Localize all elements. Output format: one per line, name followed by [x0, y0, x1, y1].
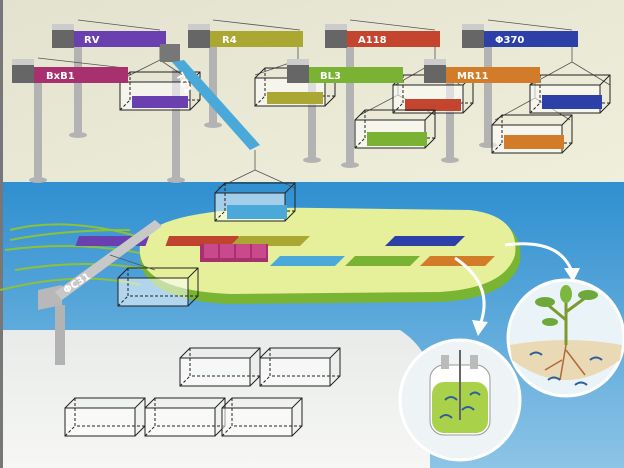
island: [75, 207, 521, 304]
crane-bl3: BL3: [287, 59, 403, 83]
arrow-to-plant: [504, 242, 580, 282]
crane-label-mr11: MR11: [457, 71, 489, 82]
crane-a118: A118: [325, 24, 440, 48]
bxb1-cargo-cubes: [200, 244, 268, 262]
crate-mr11: [491, 114, 573, 154]
crate-r4: [254, 67, 336, 107]
crate-rv: [119, 71, 201, 111]
bioreactor-icon: [398, 338, 522, 462]
crane-mr11: MR11: [424, 59, 540, 83]
crane-label-r4: R4: [222, 35, 237, 46]
crate-phi370: [529, 74, 611, 114]
crate-tg1: [214, 182, 296, 222]
crate-bl3: [354, 109, 436, 149]
crane-label-a118: A118: [358, 35, 387, 46]
plant-icon: [506, 278, 624, 398]
crane-label-phi370: Φ370: [495, 35, 524, 46]
crane-label-bxb1: BxB1: [46, 71, 75, 82]
crate-a118: [392, 74, 474, 114]
crane-label-rv: RV: [84, 35, 100, 46]
arrow-to-bioreactor: [454, 256, 488, 336]
crane-poles: [29, 35, 497, 183]
crane-tg1: TG1: [160, 44, 260, 150]
crane-r4: R4: [188, 24, 303, 48]
crane-bxb1: BxB1: [12, 59, 128, 83]
crane-label-bl3: BL3: [320, 71, 341, 82]
crane-rv: RV: [52, 24, 166, 48]
crane-phi370: Φ370: [462, 24, 578, 48]
